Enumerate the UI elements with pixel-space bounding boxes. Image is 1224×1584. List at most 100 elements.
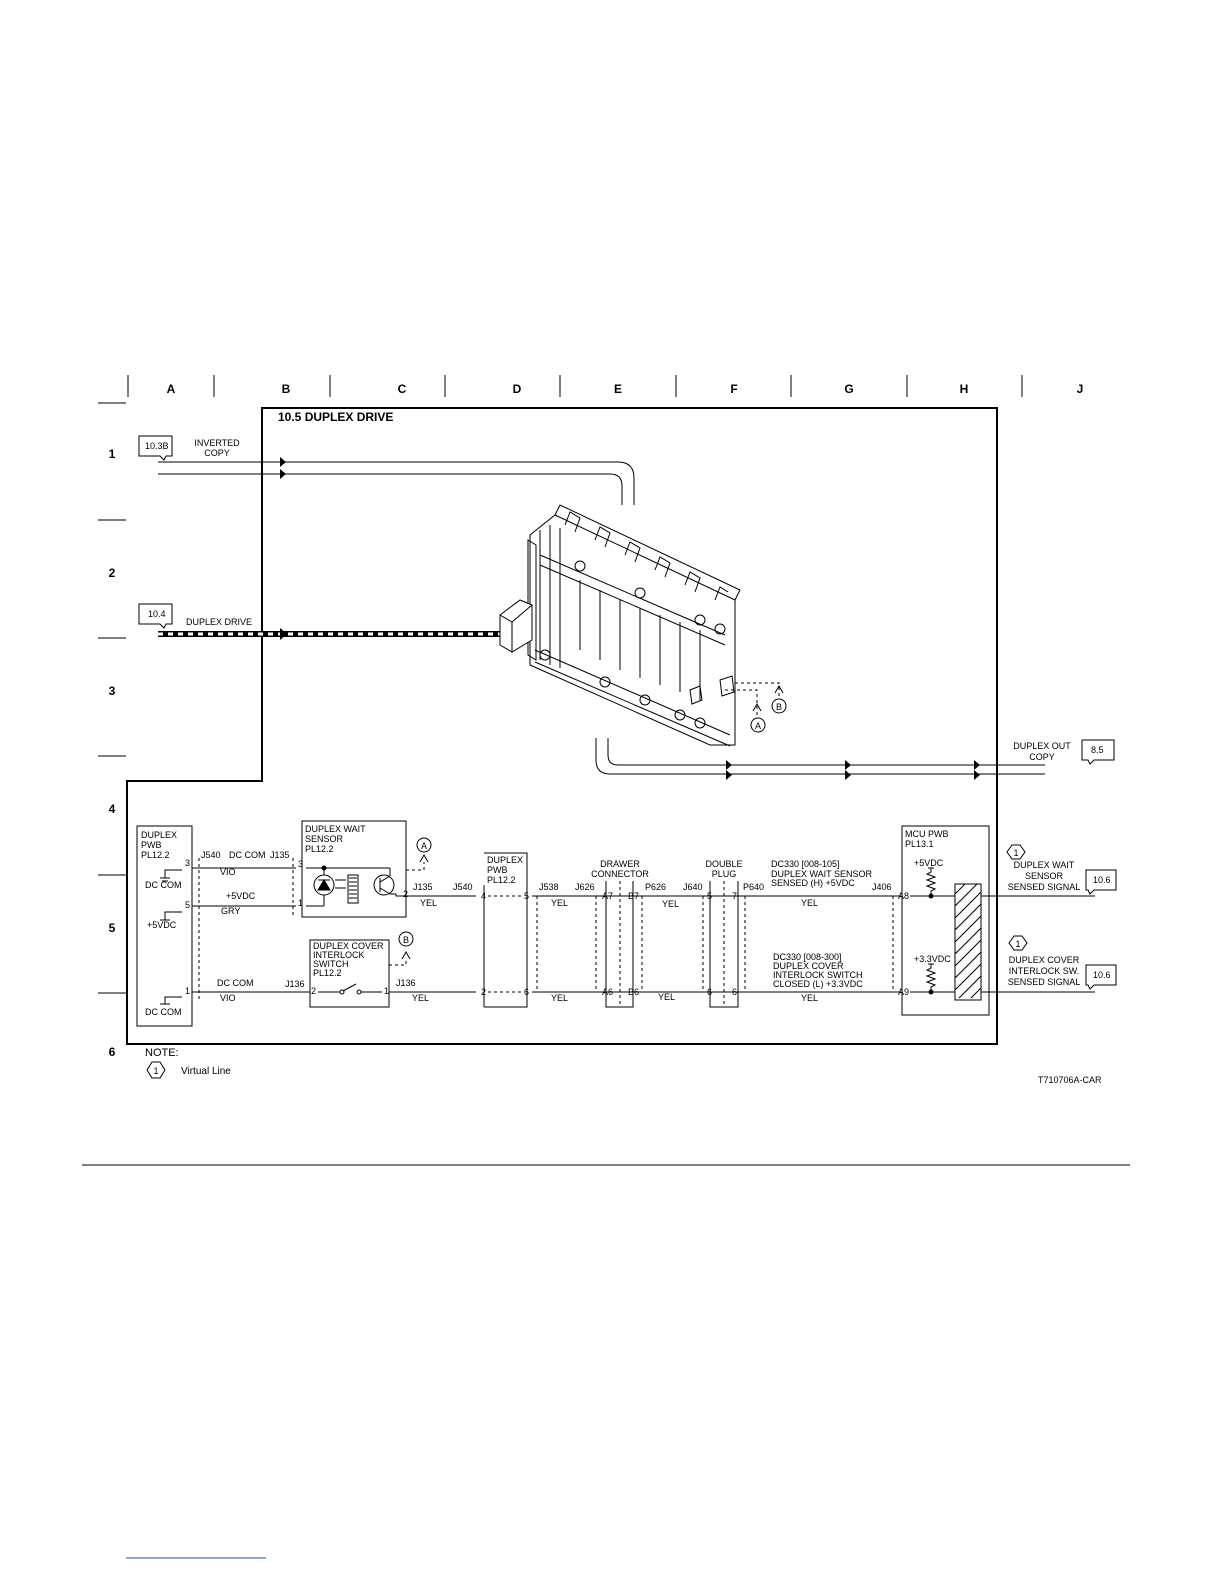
svg-text:4: 4 [481,891,486,901]
wire-label: J136 [396,978,416,988]
sensor-dashed-link [406,862,425,871]
svg-text:10.6: 10.6 [1093,875,1111,885]
wire-label: YEL [801,898,818,908]
column-label: D [513,382,522,396]
svg-text:6: 6 [707,987,712,997]
wire-label: YEL [658,992,675,1002]
virtual-line-marker: 1 [1008,935,1028,951]
duplex-module-illustration [499,504,741,747]
row-label: 5 [109,921,116,935]
flow-arrow [726,760,980,780]
wire-label: J135 [413,882,433,892]
svg-text:DC330 [008-300]: DC330 [008-300] [773,952,842,962]
note-text: Virtual Line [181,1066,231,1077]
wire-label: YEL [662,899,679,909]
svg-text:6: 6 [732,987,737,997]
column-label: C [398,382,407,396]
diagram-frame [126,407,998,1045]
marker-b-icon: B [771,698,787,714]
flow-arrow [280,457,286,479]
svg-text:1: 1 [1013,848,1018,858]
column-label: B [282,382,291,396]
marker-a-icon: A [750,717,766,733]
svg-text:DUPLEX WAIT: DUPLEX WAIT [305,824,366,834]
svg-text:10.6: 10.6 [1093,970,1111,980]
svg-text:2: 2 [403,889,408,899]
svg-text:3: 3 [298,859,303,869]
svg-text:DOUBLE: DOUBLE [705,859,742,869]
svg-text:5: 5 [524,891,529,901]
wire-label: YEL [420,898,437,908]
wait-sensed-signal-label: SENSED SIGNAL [1008,882,1081,892]
wire-label: J640 [683,882,703,892]
svg-text:PL12.2: PL12.2 [487,875,516,885]
ref-10-3b: 10.3B [138,435,173,461]
svg-text:2: 2 [311,986,316,996]
wire-label: YEL [412,993,429,1003]
svg-text:7: 7 [732,891,737,901]
double-plug: DOUBLE PLUG 5 7 6 6 [705,859,743,1008]
wire-label: YEL [551,898,568,908]
wire-label: DC COM [229,850,266,860]
svg-text:A9: A9 [898,987,909,997]
svg-text:A6: A6 [602,987,613,997]
connector-arrow [419,853,429,863]
virtual-line-marker: 1 [1006,844,1026,860]
ref-8-5: 8.5 [1081,739,1115,765]
svg-text:1: 1 [185,986,190,996]
inverted-copy-label: INVERTED [194,438,240,448]
wire-label: GRY [221,906,240,916]
svg-text:B6: B6 [628,987,639,997]
wire-label: J135 [270,850,290,860]
wire-label: J538 [539,882,559,892]
ground-icon [160,869,182,1005]
row-label: 1 [109,447,116,461]
svg-text:B: B [403,935,409,945]
pull-up-resistor-icon [910,867,955,995]
virtual-line-marker: 1 [146,1061,166,1079]
svg-text:PWB: PWB [487,865,508,875]
svg-text:PL12.2: PL12.2 [313,968,342,978]
wire-label: VIO [220,993,236,1003]
svg-text:3: 3 [185,858,190,868]
svg-text:A: A [421,841,427,851]
svg-text:B7: B7 [628,891,639,901]
sensor-dashed-link [725,682,780,715]
duplex-drive-label: DUPLEX DRIVE [186,617,252,627]
svg-text:PL12.2: PL12.2 [141,850,170,860]
wait-sensed-signal-label: DUPLEX WAIT [1014,860,1075,870]
svg-text:DUPLEX WAIT SENSOR: DUPLEX WAIT SENSOR [771,869,873,879]
column-grid [127,375,1023,397]
svg-text:2: 2 [481,987,486,997]
switch-icon [318,983,382,995]
svg-text:8.5: 8.5 [1091,745,1104,755]
left-wires [192,858,310,1000]
svg-text:5: 5 [185,900,190,910]
cover-sensed-signal-label: SENSED SIGNAL [1008,977,1081,987]
svg-text:CLOSED (L) +3.3VDC: CLOSED (L) +3.3VDC [773,979,863,989]
marker-b-icon: B [398,931,414,947]
column-label: J [1077,382,1084,396]
row-label: 6 [109,1045,116,1059]
figure-id: T710706A-CAR [1038,1075,1102,1085]
svg-text:DC330 [008-105]: DC330 [008-105] [771,859,840,869]
wire-label: J406 [872,882,892,892]
row-label: 3 [109,684,116,698]
inverted-copy-path [158,461,635,505]
svg-text:10.3B: 10.3B [145,441,169,451]
svg-text:+3.3VDC: +3.3VDC [914,954,951,964]
svg-text:+5VDC: +5VDC [147,920,177,930]
svg-text:SWITCH: SWITCH [313,959,349,969]
diagram-title: 10.5 DUPLEX DRIVE [278,410,393,424]
svg-text:1: 1 [153,1066,158,1076]
wire-label: VIO [220,867,236,877]
wire-label: J136 [285,979,305,989]
mcu-pwb: MCU PWB PL13.1 +5VDC +3.3VDC A8 A9 [898,825,990,1016]
column-labels: A B C D E F G H J [167,382,1084,396]
svg-text:CONNECTOR: CONNECTOR [591,869,649,879]
wire-label: +5VDC [226,891,256,901]
duplex-pwb-mid: DUPLEX PWB PL12.2 J540 4 2 5 6 [453,852,529,1008]
svg-text:SENSED (H) +5VDC: SENSED (H) +5VDC [771,878,855,888]
wire-label: P640 [743,882,764,892]
svg-text:INTERLOCK: INTERLOCK [313,950,365,960]
